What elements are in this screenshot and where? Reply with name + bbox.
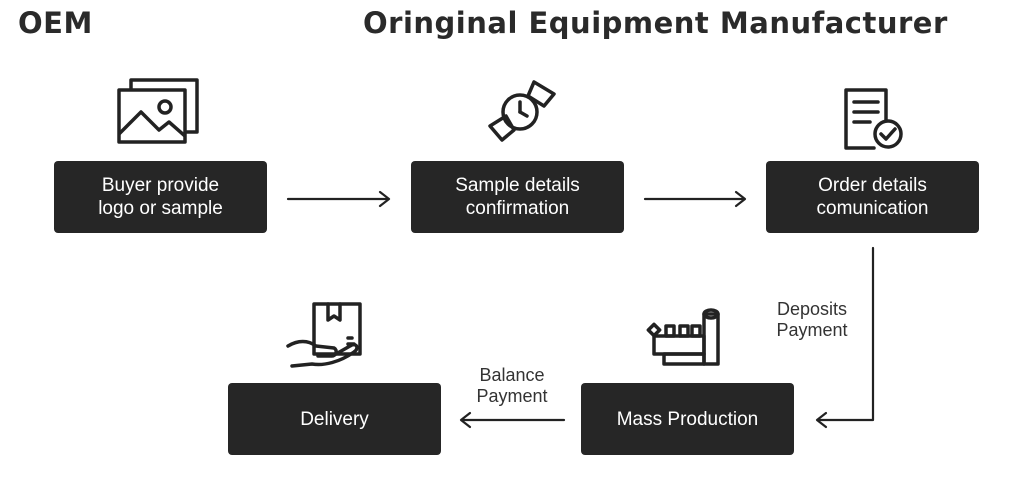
step-buyer-provide: Buyer provide logo or sample bbox=[54, 161, 267, 233]
arrow-order-to-mass bbox=[816, 246, 875, 422]
step-sample-confirmation: Sample details confirmation bbox=[411, 161, 624, 233]
step-mass-production: Mass Production bbox=[581, 383, 794, 455]
deposits-payment-label: Deposits Payment bbox=[776, 299, 848, 340]
oem-full-title: Oringinal Equipment Manufacturer bbox=[363, 6, 948, 40]
document-check-icon bbox=[844, 88, 903, 150]
oem-title: OEM bbox=[18, 6, 93, 40]
image-icon bbox=[117, 78, 199, 144]
balance-payment-label: Balance Payment bbox=[476, 365, 548, 406]
factory-machine-icon bbox=[646, 308, 720, 366]
watch-icon bbox=[488, 80, 556, 142]
package-hand-icon bbox=[286, 302, 362, 368]
step-order-communication: Order details comunication bbox=[766, 161, 979, 233]
step-delivery: Delivery bbox=[228, 383, 441, 455]
